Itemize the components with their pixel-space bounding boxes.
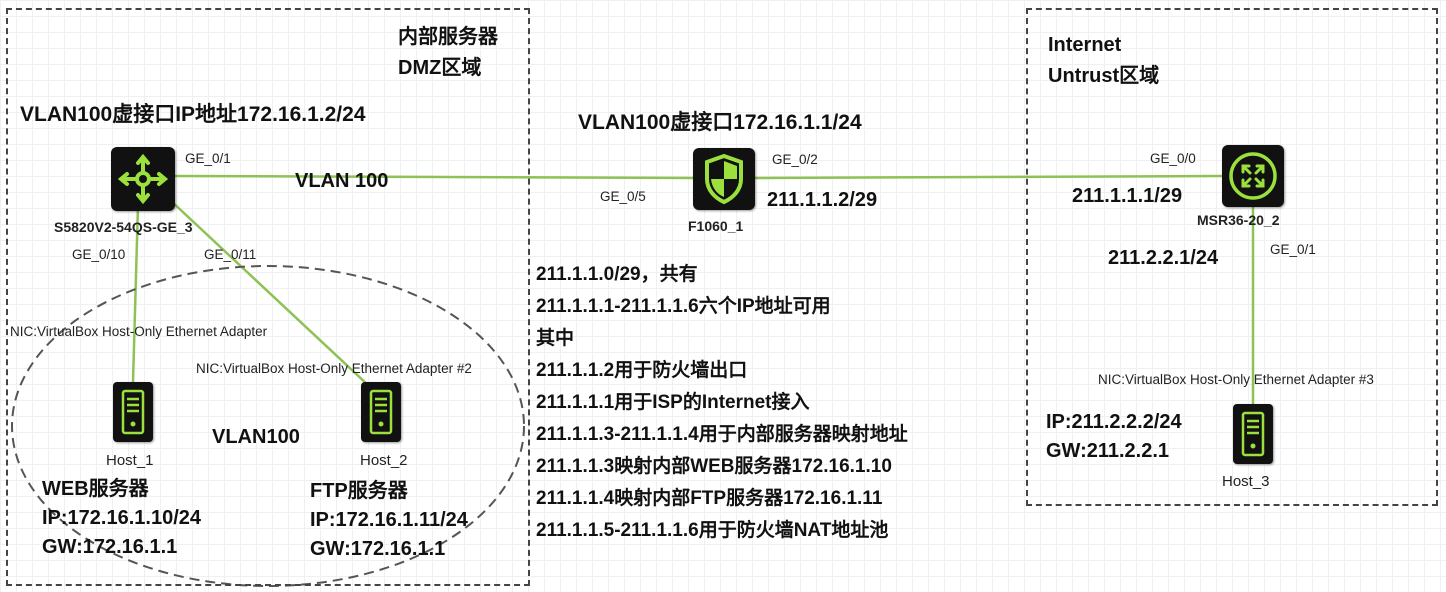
- link-switch-host2: [169, 199, 369, 386]
- router-port-ge01: GE_0/1: [1270, 242, 1316, 257]
- server-icon: [369, 389, 393, 435]
- vlan100-group-label: VLAN100: [212, 426, 300, 448]
- host3-label: Host_3: [1222, 473, 1270, 490]
- switch-vlanif-label: VLAN100虚接口IP地址172.16.1.2/24: [20, 103, 366, 126]
- link-firewall-router: [754, 174, 1223, 180]
- untrust-zone-title: Internet: [1048, 34, 1122, 56]
- server-icon: [1241, 411, 1265, 457]
- host1-nic-label: NIC:VirtualBox Host-Only Ethernet Adapte…: [10, 324, 268, 339]
- host3-gw: GW:211.2.2.1: [1046, 440, 1170, 462]
- router-port-ge00: GE_0/0: [1150, 151, 1196, 166]
- host2-label: Host_2: [360, 452, 408, 469]
- switch-port-ge01: GE_0/1: [185, 151, 231, 166]
- switch-label: S5820V2-54QS-GE_3: [54, 219, 193, 235]
- host3-nic-label: NIC:VirtualBox Host-Only Ethernet Adapte…: [1098, 372, 1374, 387]
- link-switch-firewall: [174, 174, 694, 180]
- vlan100-group-ellipse: [11, 265, 525, 587]
- ftp-server-role: FTP服务器: [310, 480, 408, 502]
- ftp-server-ip: IP:172.16.1.11/24: [310, 509, 468, 531]
- dmz-zone-title: 内部服务器: [398, 26, 498, 48]
- host1-label: Host_1: [106, 452, 154, 469]
- untrust-zone-subtitle: Untrust区域: [1048, 65, 1160, 87]
- router-device[interactable]: [1222, 145, 1284, 207]
- web-server-role: WEB服务器: [42, 478, 149, 500]
- switch-device[interactable]: [111, 147, 175, 211]
- note-line: 211.1.1.4映射内部FTP服务器172.16.1.11: [536, 488, 883, 509]
- switch-arrows-icon: [117, 153, 169, 205]
- host2-nic-label: NIC:VirtualBox Host-Only Ethernet Adapte…: [196, 361, 472, 376]
- note-line: 211.1.1.0/29，共有: [536, 264, 698, 285]
- firewall-device[interactable]: [693, 148, 755, 210]
- server-icon: [121, 389, 145, 435]
- address-plan-notes: 211.1.1.0/29，共有 211.1.1.1-211.1.1.6六个IP地…: [536, 259, 908, 547]
- dmz-zone: [6, 8, 530, 586]
- note-line: 211.1.1.3映射内部WEB服务器172.16.1.10: [536, 456, 892, 477]
- router-label: MSR36-20_2: [1197, 212, 1280, 228]
- host1-device[interactable]: [113, 382, 153, 442]
- ftp-server-gw: GW:172.16.1.1: [310, 538, 446, 560]
- host3-device[interactable]: [1233, 404, 1273, 464]
- untrust-zone: [1026, 8, 1438, 506]
- vlan100-link-label: VLAN 100: [295, 170, 389, 192]
- host3-ip: IP:211.2.2.2/24: [1046, 411, 1182, 433]
- firewall-port-ge05: GE_0/5: [600, 189, 646, 204]
- firewall-wan-ip: 211.1.1.2/29: [767, 189, 878, 211]
- shield-icon: [705, 153, 743, 205]
- note-line: 211.1.1.1-211.1.1.6六个IP地址可用: [536, 296, 831, 317]
- dmz-zone-subtitle: DMZ区域: [398, 57, 482, 79]
- router-arrows-icon: [1229, 152, 1277, 200]
- firewall-label: F1060_1: [688, 218, 744, 234]
- firewall-port-ge02: GE_0/2: [772, 152, 818, 167]
- web-server-ip: IP:172.16.1.10/24: [42, 507, 202, 529]
- switch-port-ge011: GE_0/11: [204, 247, 257, 262]
- note-line: 其中: [536, 328, 575, 349]
- router-wan-ip: 211.1.1.1/29: [1072, 185, 1183, 207]
- router-lan-ip: 211.2.2.1/24: [1108, 247, 1219, 269]
- switch-port-ge010: GE_0/10: [72, 247, 126, 262]
- host2-device[interactable]: [361, 382, 401, 442]
- link-switch-host1: [131, 204, 140, 383]
- firewall-vlanif-label: VLAN100虚接口172.16.1.1/24: [578, 111, 862, 134]
- note-line: 211.1.1.5-211.1.1.6用于防火墙NAT地址池: [536, 520, 889, 541]
- web-server-gw: GW:172.16.1.1: [42, 536, 178, 558]
- note-line: 211.1.1.3-211.1.1.4用于内部服务器映射地址: [536, 424, 908, 445]
- note-line: 211.1.1.2用于防火墙出口: [536, 360, 748, 381]
- note-line: 211.1.1.1用于ISP的Internet接入: [536, 392, 810, 413]
